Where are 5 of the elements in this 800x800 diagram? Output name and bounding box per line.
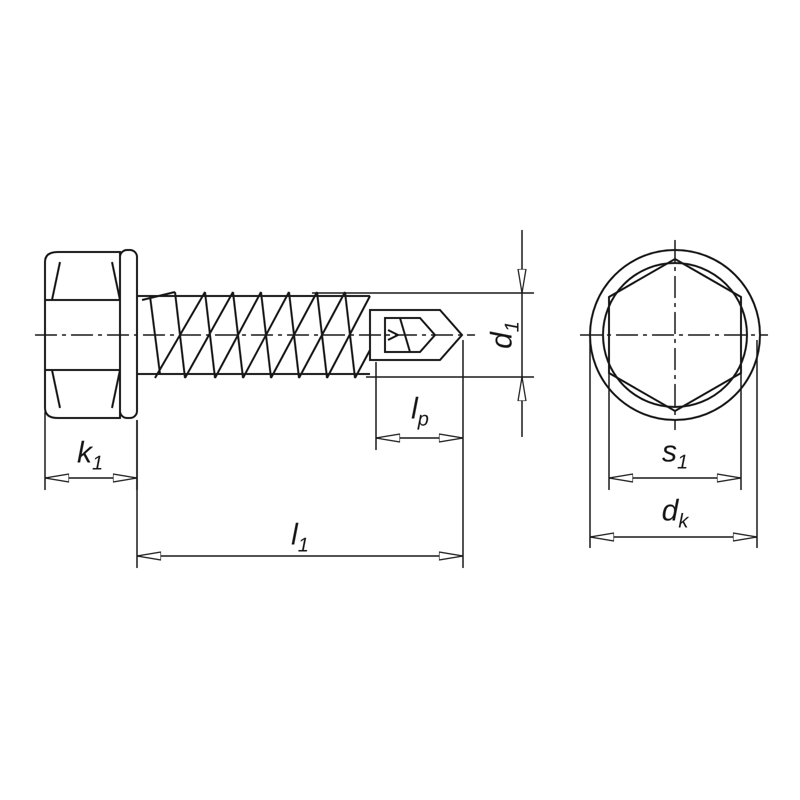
dimension-label: k$_{1}$	[76, 438, 104, 474]
dimension-label: d$_{k}$	[662, 496, 688, 532]
dimension-label: s$_{1}$	[662, 438, 688, 472]
dimension-label: l$_{p}$	[411, 394, 429, 430]
dimension-label: l$_{1}$	[291, 520, 309, 556]
